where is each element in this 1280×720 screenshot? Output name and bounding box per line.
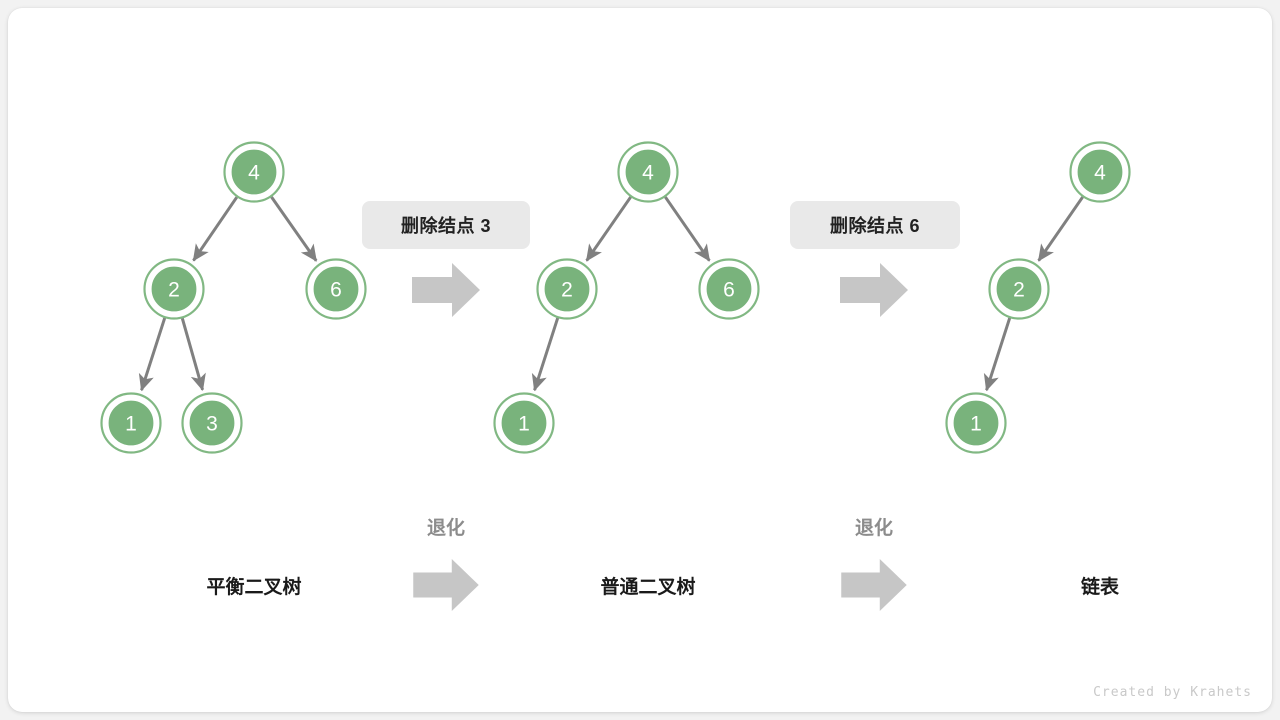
stage-caption-ordinary: 普通二叉树 bbox=[600, 577, 696, 598]
node-value-label: 4 bbox=[248, 162, 260, 185]
node-value-label: 6 bbox=[330, 279, 342, 302]
node-disc bbox=[311, 264, 361, 314]
transition-arrow-top-1 bbox=[412, 263, 480, 317]
node-disc bbox=[1075, 147, 1125, 197]
tree-nodes-layer: 4 2 6 1 3 4 2 6 1 4 2 1 bbox=[100, 141, 1131, 454]
tree-node-balanced-6[interactable]: 6 bbox=[305, 258, 367, 320]
tree-edge-balanced-n2-n1 bbox=[138, 317, 167, 392]
node-disc bbox=[623, 147, 673, 197]
node-disc bbox=[106, 398, 156, 448]
tree-edge-balanced-n2-n3 bbox=[180, 317, 206, 391]
node-disc bbox=[994, 264, 1044, 314]
transition-arrow-bottom-1 bbox=[412, 559, 480, 611]
tree-edge-linkedlist-n4-n2 bbox=[1037, 196, 1084, 262]
diagram-card: 4 2 6 1 3 4 2 6 1 4 2 1 删除结点 3 删除结点 6 退化 退化 bbox=[8, 8, 1272, 712]
tree-edge-balanced-n4-n2 bbox=[192, 196, 239, 262]
node-disc bbox=[951, 398, 1001, 448]
credit-text: Created by Krahets bbox=[1093, 685, 1252, 700]
node-value-label: 2 bbox=[561, 279, 573, 302]
node-disc bbox=[149, 264, 199, 314]
tree-node-ordinary-1[interactable]: 1 bbox=[493, 392, 555, 454]
tree-node-ordinary-2[interactable]: 2 bbox=[536, 258, 598, 320]
tree-edge-ordinary-n4-n2 bbox=[585, 196, 632, 262]
tree-node-balanced-4[interactable]: 4 bbox=[223, 141, 285, 203]
transition-label-1: 退化 bbox=[426, 518, 465, 539]
tree-edge-linkedlist-n2-n1 bbox=[983, 317, 1012, 392]
stage-caption-linkedlist: 链表 bbox=[1080, 577, 1119, 598]
node-disc bbox=[542, 264, 592, 314]
node-disc bbox=[229, 147, 279, 197]
trees-svg: 4 2 6 1 3 4 2 6 1 4 2 1 bbox=[100, 141, 1131, 454]
node-disc bbox=[499, 398, 549, 448]
node-value-label: 1 bbox=[970, 413, 982, 436]
tree-edges-layer bbox=[138, 196, 1084, 392]
tree-node-linkedlist-4[interactable]: 4 bbox=[1069, 141, 1131, 203]
transition-arrow-bottom-2 bbox=[840, 559, 908, 611]
node-value-label: 2 bbox=[168, 279, 180, 302]
tree-node-ordinary-4[interactable]: 4 bbox=[617, 141, 679, 203]
tree-node-linkedlist-1[interactable]: 1 bbox=[945, 392, 1007, 454]
node-value-label: 1 bbox=[518, 413, 530, 436]
node-value-label: 1 bbox=[125, 413, 137, 436]
tree-node-balanced-1[interactable]: 1 bbox=[100, 392, 162, 454]
node-disc bbox=[704, 264, 754, 314]
transition-arrow-top-2 bbox=[840, 263, 908, 317]
node-value-label: 4 bbox=[1094, 162, 1106, 185]
tree-node-balanced-2[interactable]: 2 bbox=[143, 258, 205, 320]
node-value-label: 4 bbox=[642, 162, 654, 185]
tree-node-ordinary-6[interactable]: 6 bbox=[698, 258, 760, 320]
operation-badge-delete-3: 删除结点 3 bbox=[362, 201, 530, 249]
tree-node-balanced-3[interactable]: 3 bbox=[181, 392, 243, 454]
transition-label-2: 退化 bbox=[854, 518, 893, 539]
tree-edge-balanced-n4-n6 bbox=[270, 196, 318, 262]
tree-node-linkedlist-2[interactable]: 2 bbox=[988, 258, 1050, 320]
node-value-label: 2 bbox=[1013, 279, 1025, 302]
stage-caption-balanced: 平衡二叉树 bbox=[206, 577, 302, 598]
operation-badge-delete-6: 删除结点 6 bbox=[790, 201, 960, 249]
tree-edge-ordinary-n4-n6 bbox=[664, 196, 711, 262]
tree-edge-ordinary-n2-n1 bbox=[531, 317, 560, 392]
node-value-label: 3 bbox=[206, 413, 218, 436]
node-value-label: 6 bbox=[723, 279, 735, 302]
node-disc bbox=[187, 398, 237, 448]
